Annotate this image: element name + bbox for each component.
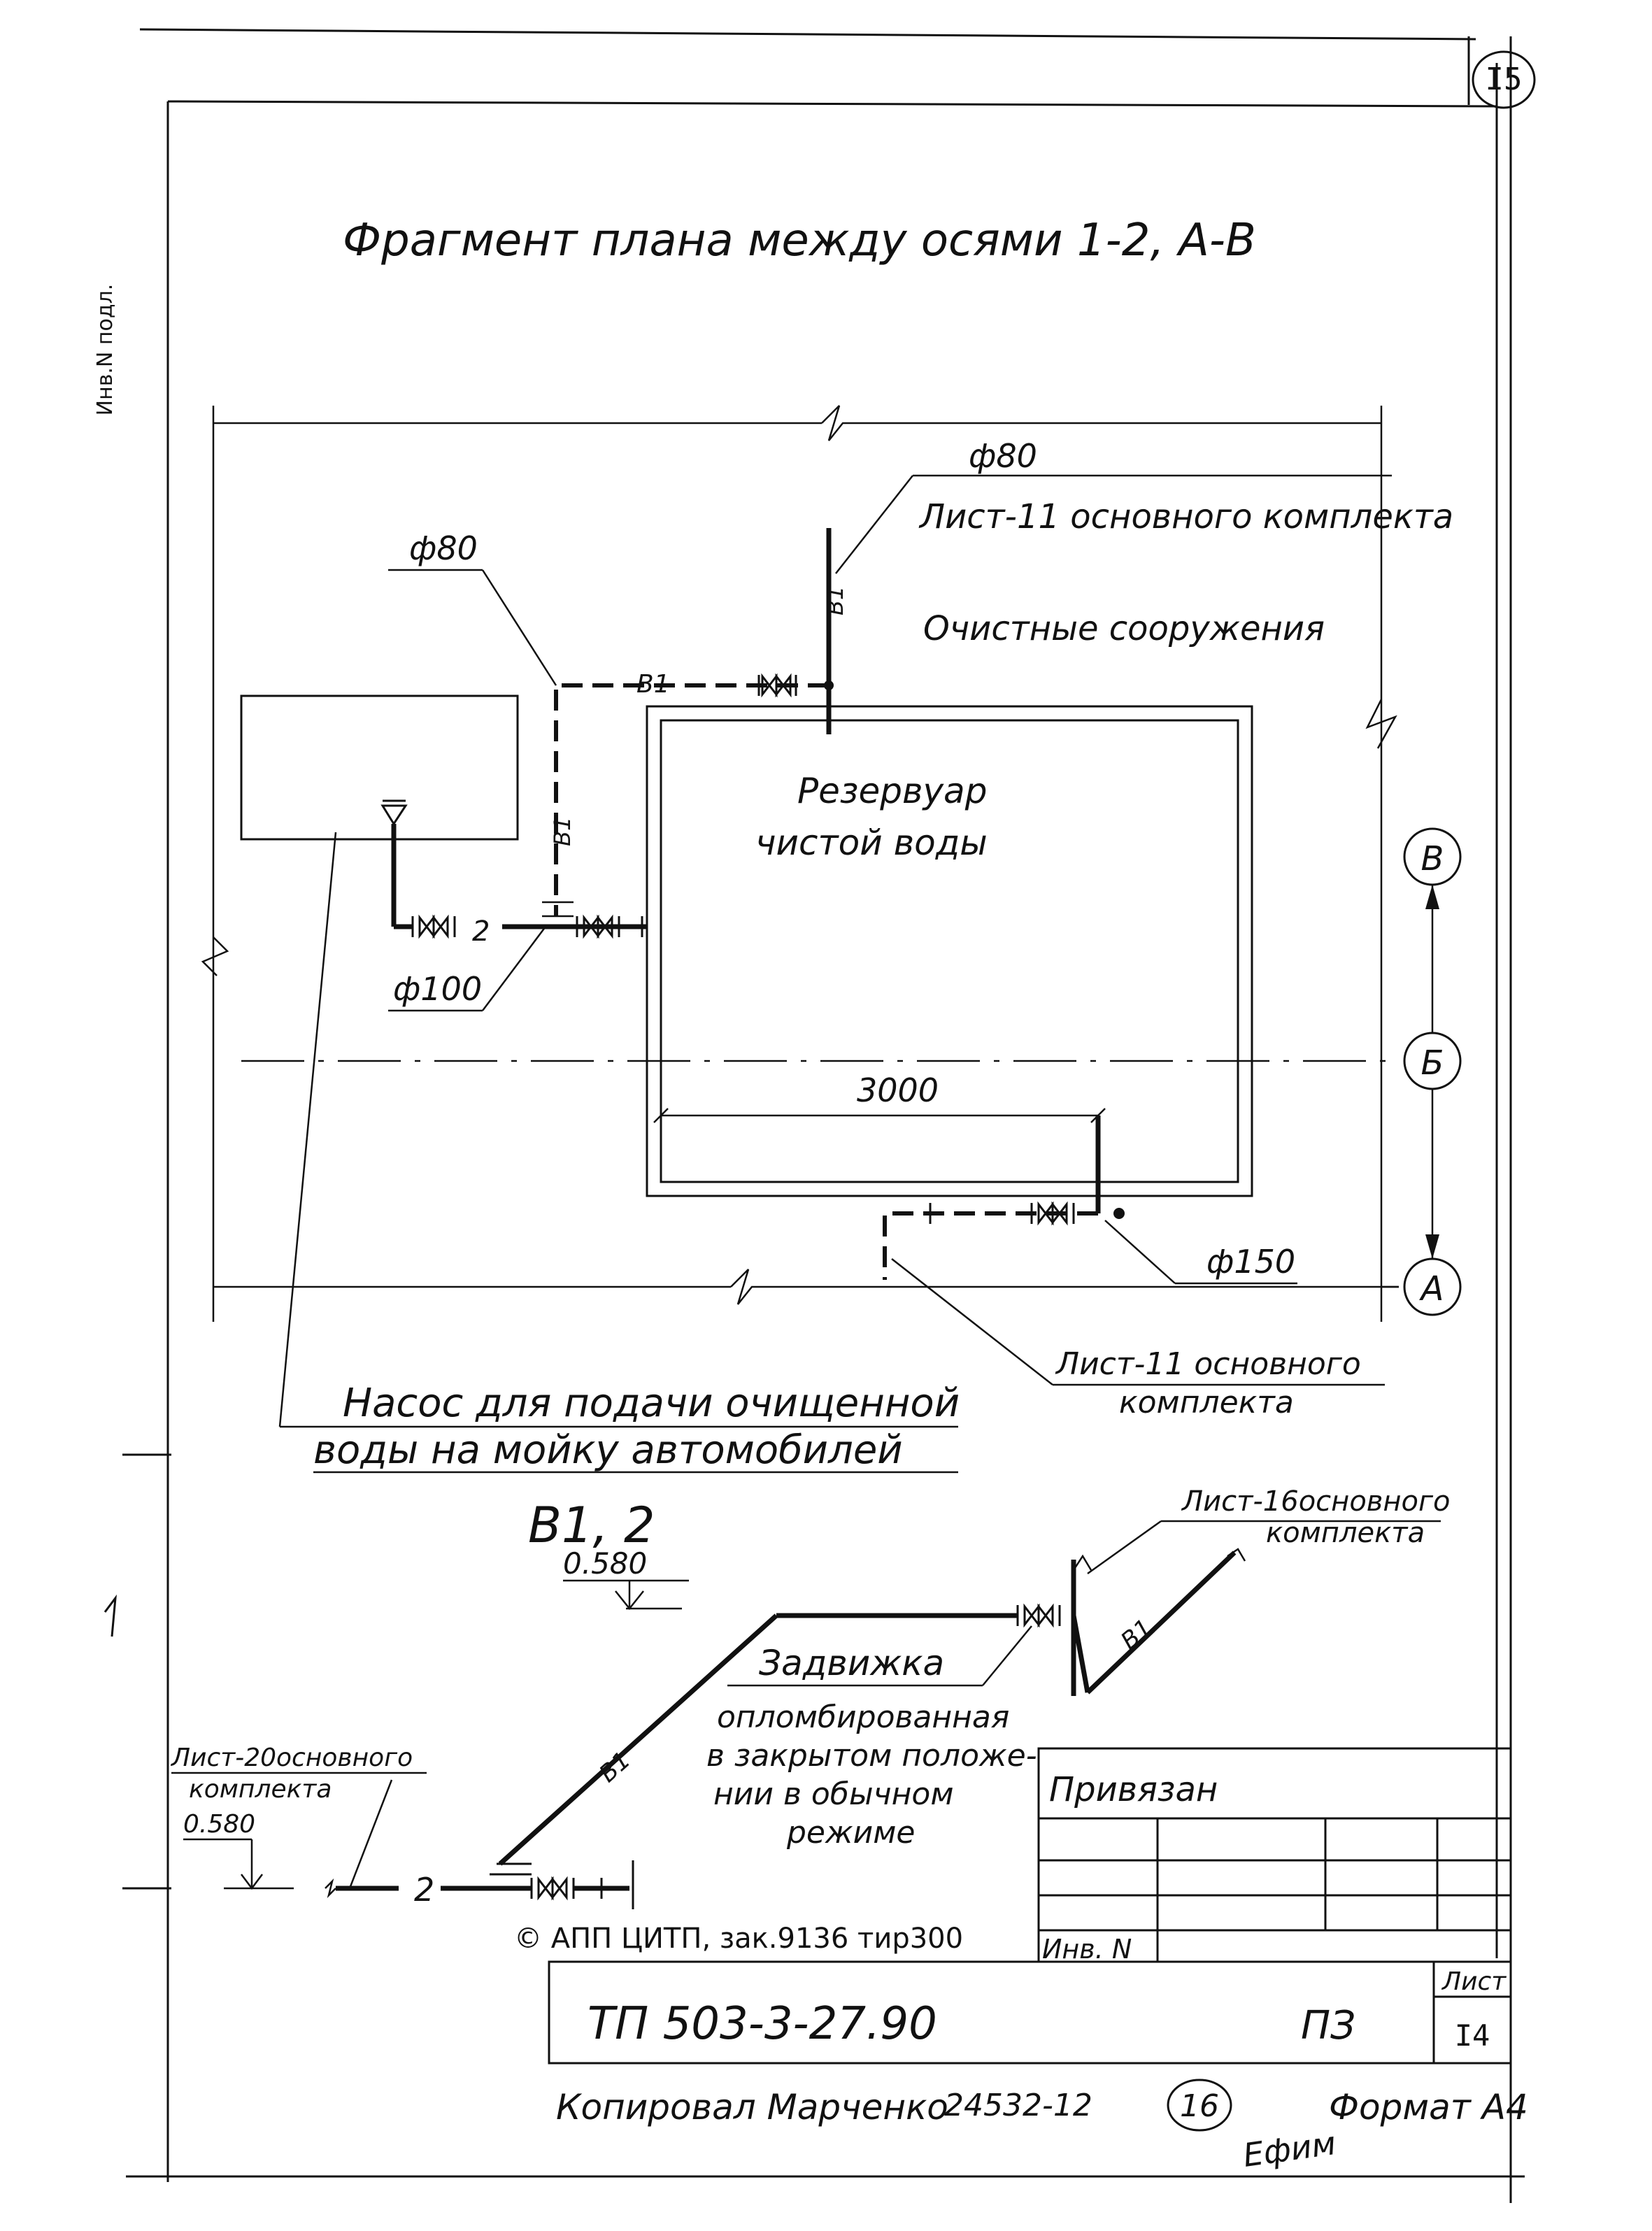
reservoir-label-line2: чистой воды xyxy=(755,822,988,863)
leader-phi100 xyxy=(388,926,546,1012)
valve-title: Задвижка xyxy=(759,1643,944,1683)
label-phi80-top: ф80 xyxy=(969,437,1037,475)
scheme-pipe-b1 xyxy=(498,1548,1246,1866)
label-ref-sheet16-line2: комплекта xyxy=(1266,1517,1425,1549)
scheme-title: В1, 2 xyxy=(528,1497,655,1554)
pipe-b1-plan xyxy=(394,528,834,929)
margin-ticks xyxy=(104,1453,171,1890)
axis-bubble-b: Б xyxy=(1403,1032,1462,1090)
stamp-inv-no: Инв. N xyxy=(1042,1934,1132,1965)
pump-symbol xyxy=(380,799,408,927)
elevation-left: 0.580 xyxy=(183,1810,255,1839)
valve-desc-line3: нии в обычном xyxy=(713,1776,954,1812)
plan-title: Фрагмент плана между осями 1-2, А-В xyxy=(343,215,1256,266)
doc-code: ТП 503-3-27.90 xyxy=(588,1998,937,2050)
stamp-tied-label: Привязан xyxy=(1049,1770,1218,1809)
stamp-copyright: © АПП ЦИТП, зак.9136 тир300 xyxy=(514,1923,963,1955)
valve-desc-line2: в закрытом положе- xyxy=(706,1738,1037,1774)
axis-arrows xyxy=(1425,885,1439,1259)
elevation-main: 0.580 xyxy=(563,1546,647,1581)
scheme-b1-label-upper: В1 xyxy=(1116,1613,1158,1655)
pump-caption-line2: воды на мойку автомобилей xyxy=(313,1427,903,1473)
footer-order-no: 24532-12 xyxy=(944,2088,1092,2123)
valve-reservoir-inlet xyxy=(576,914,643,939)
valve-desc-line1: опломбированная xyxy=(717,1699,1009,1735)
dimension-3000-text: 3000 xyxy=(857,1071,939,1109)
scheme-b1-label-lower: В1 xyxy=(594,1746,636,1788)
leader-sheet11-bottom xyxy=(891,1258,1385,1386)
reservoir-outline xyxy=(646,705,1253,1197)
label-phi150: ф150 xyxy=(1206,1243,1295,1281)
reservoir-label-line1: Резервуар xyxy=(797,771,987,811)
sheet-label: Лист xyxy=(1441,1967,1507,1996)
label-ref-sheet11-top: Лист-11 основного комплекта xyxy=(918,497,1453,536)
elevation-mark-left xyxy=(183,1838,294,1890)
label-ref-sheet11-bottom-line1: Лист-11 основного xyxy=(1055,1346,1361,1382)
footer-signature: Ефим xyxy=(1241,2124,1338,2174)
margin-inventory-text: Инв.N подл. xyxy=(93,284,118,416)
pipe-outlet-bottom xyxy=(883,1116,1125,1280)
pipe-2-label-plan: 2 xyxy=(472,915,490,948)
leader-pump xyxy=(278,832,958,1428)
axis-label-v: В xyxy=(1421,839,1444,878)
label-ref-sheet20-line1: Лист-20основного xyxy=(170,1744,413,1772)
scheme-pipe-2 xyxy=(325,1779,634,1909)
label-phi100: ф100 xyxy=(393,970,482,1008)
leader-valve xyxy=(727,1625,1032,1687)
corner-sheet-number-text: I5 xyxy=(1486,62,1523,97)
corner-sheet-number: I5 xyxy=(1472,50,1536,109)
leader-phi150 xyxy=(1104,1220,1297,1285)
footer-circled-text: 16 xyxy=(1180,2088,1219,2124)
leader-phi80-top xyxy=(835,474,1392,574)
pipe-b1-label-vertical-left: В1 xyxy=(549,817,576,846)
axis-label-b: Б xyxy=(1421,1043,1444,1083)
label-ref-sheet11-bottom-line2: комплекта xyxy=(1119,1385,1294,1420)
valve-sealed xyxy=(1016,1603,1061,1628)
sheet-number: I4 xyxy=(1455,2018,1490,2053)
valve-b1-top xyxy=(757,673,797,698)
footer-circled-number: 16 xyxy=(1167,2079,1232,2132)
footer-copied-by: Копировал Марченко xyxy=(556,2087,948,2127)
dimension-3000: 3000 xyxy=(653,1071,1106,1123)
treatment-facilities-label: Очистные сооружения xyxy=(923,609,1325,648)
pump-box xyxy=(240,694,519,841)
scheme-pipe-2-label: 2 xyxy=(414,1871,434,1909)
title-block xyxy=(548,1960,1512,2065)
axis-bubble-a: А xyxy=(1403,1257,1462,1316)
sheet-frame xyxy=(126,28,1525,2203)
stamp-tied-block xyxy=(1037,1747,1512,1963)
leader-phi80-left xyxy=(388,569,557,686)
label-ref-sheet20-line2: комплекта xyxy=(189,1775,332,1804)
axis-label-a: А xyxy=(1419,1269,1444,1309)
valve-pump-line xyxy=(411,914,456,939)
valve-desc-line4: режиме xyxy=(786,1815,916,1851)
footer-format: Формат А4 xyxy=(1329,2087,1528,2127)
label-ref-sheet16-line1: Лист-16основного xyxy=(1181,1485,1450,1518)
elevation-mark-main xyxy=(563,1579,689,1611)
leader-sheet16 xyxy=(1087,1520,1441,1575)
pump-caption-line1: Насос для подачи очищенной xyxy=(343,1381,960,1426)
axis-bubble-v: В xyxy=(1403,827,1462,886)
pipe-b1-label-vertical-top: В1 xyxy=(822,586,848,615)
plan-boundary xyxy=(201,405,1399,1322)
doc-type: ПЗ xyxy=(1301,2003,1355,2048)
pipe-b1-label-horizontal: В1 xyxy=(636,670,670,699)
label-phi80-left: ф80 xyxy=(409,529,478,567)
